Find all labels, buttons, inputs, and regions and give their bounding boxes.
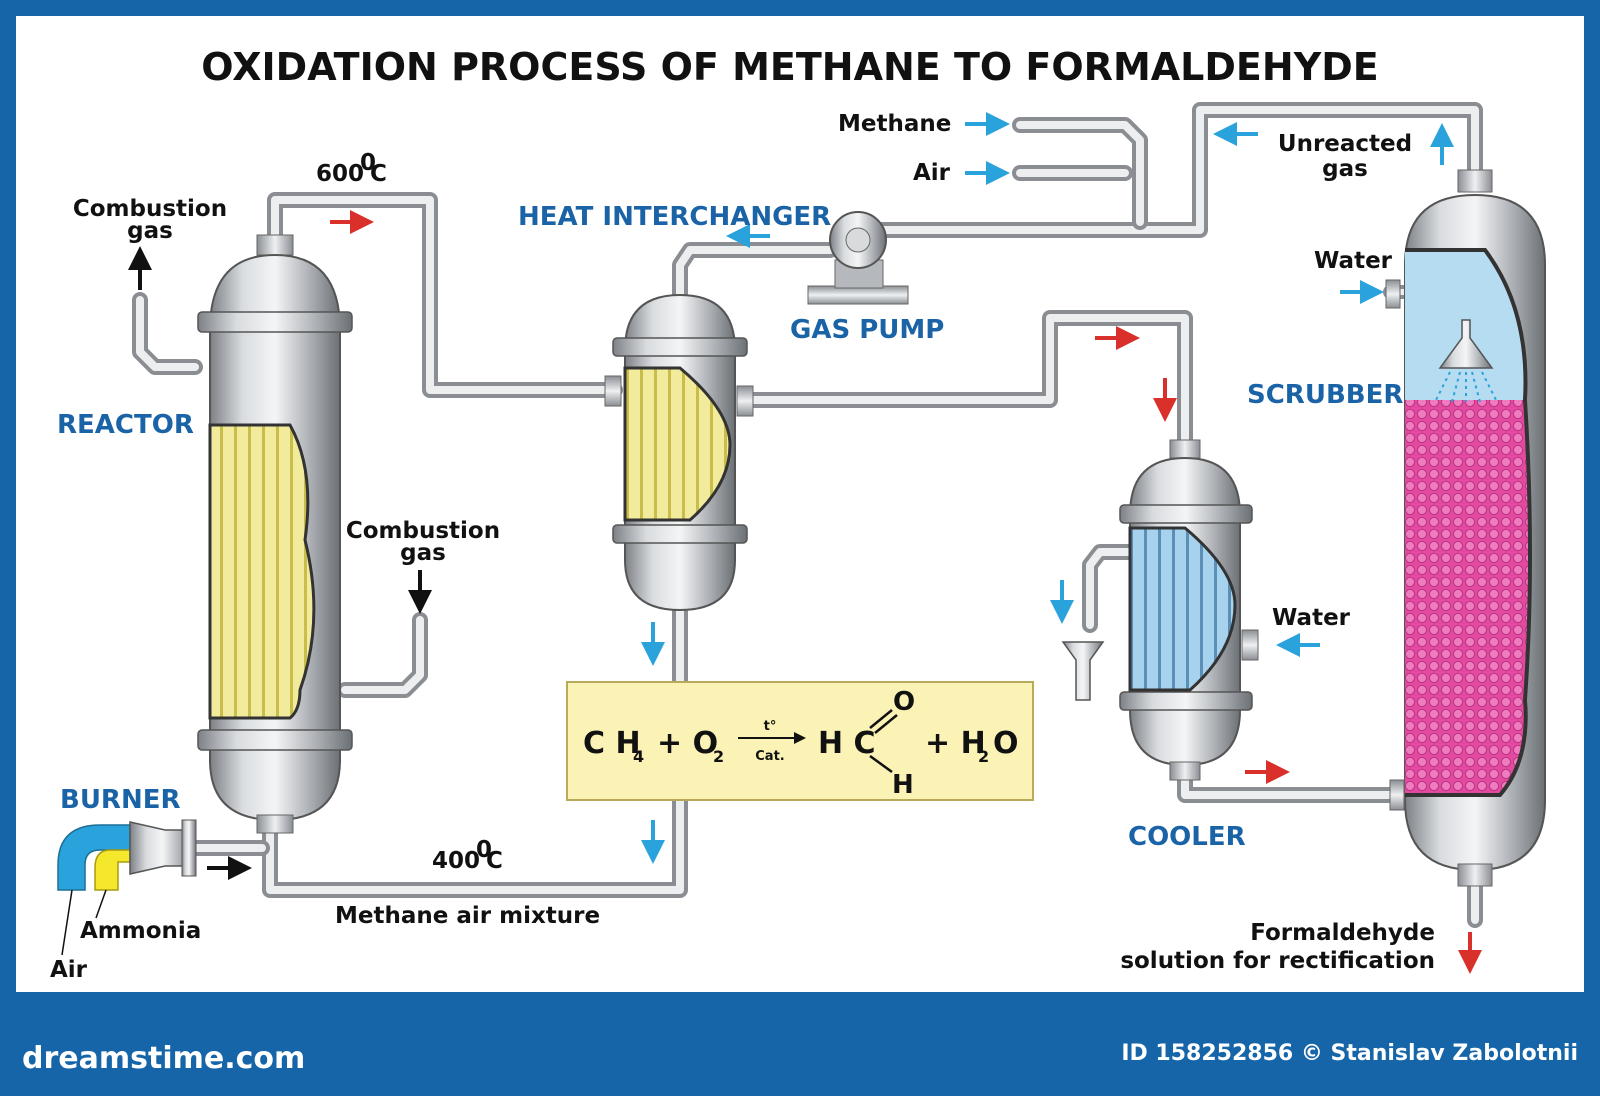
label-reactor: REACTOR [57,410,194,440]
burner-air-pointer [61,889,73,956]
interchanger-tubes [623,366,732,522]
label-combustion-gas-in-2: gas [400,540,446,566]
pipes [132,102,1483,928]
eq-plus-h: + H [925,726,986,761]
cooler-tubes [1128,526,1237,692]
eq-under: Cat. [755,749,784,764]
label-air-burner: Air [50,957,88,983]
label-temp-600: 600 [316,161,364,187]
label-water-cooler: Water [1272,605,1351,631]
label-methane: Methane [838,111,951,137]
eq-h-bottom: H [892,770,914,800]
footer-image-id: ID 158252856 © Stanislav Zabolotnii [1121,1041,1578,1066]
eq-plus-o: + O [657,726,718,761]
heat-interchanger-vessel [604,293,754,612]
scrubber-spray-nozzle [1438,319,1494,369]
eq-over: t° [764,719,777,734]
label-water-scrubber: Water [1314,248,1393,274]
eq-o-end: O [993,726,1019,761]
footer: dreamstime.com ID 158252856 © Stanislav … [22,1041,1578,1076]
labels: REACTOR BURNER HEAT INTERCHANGER GAS PUM… [50,111,1435,983]
burner-ammonia-pointer [95,889,107,919]
eq-o-top: O [893,687,915,717]
label-combustion-gas-out-2: gas [127,218,173,244]
label-combustion-gas-in-1: Combustion [346,518,500,544]
scrubber-vessel [1385,169,1546,887]
eq-sub4: 4 [633,747,644,766]
burner [57,819,197,891]
label-temp-400: 400 [432,848,480,874]
flow-arrows [61,112,1482,974]
footer-logo: dreamstime.com [22,1041,305,1076]
eq-sub2b: 2 [978,747,989,766]
label-gas-pump: GAS PUMP [790,315,944,345]
eq-sub2: 2 [713,747,724,766]
label-methane-air-mixture: Methane air mixture [335,903,600,929]
eq-ch: C H [583,726,641,761]
label-temp-600-degree: 0 [360,150,376,176]
label-temp-600-unit: C [370,161,387,187]
label-combustion-gas-out-1: Combustion [73,196,227,222]
reactor-catalyst-tubes [208,423,316,720]
cooler-funnel [1061,641,1105,701]
gas-pump [807,211,909,305]
label-formaldehyde-2: solution for rectification [1120,948,1435,974]
scrubber-packing [1405,400,1530,795]
label-ammonia: Ammonia [80,918,201,944]
label-scrubber: SCRUBBER [1247,380,1403,410]
burner-ammonia-pipe [94,849,131,891]
reactor-vessel [197,234,353,834]
label-cooler: COOLER [1128,822,1246,852]
label-unreacted-gas-2: gas [1322,156,1368,182]
label-burner: BURNER [60,785,181,815]
page-title: OXIDATION PROCESS OF METHANE TO FORMALDE… [201,45,1378,89]
reaction-equation: C H 4 + O 2 t° Cat. H C O H + H 2 O [566,681,1034,801]
cooler-vessel [1061,439,1259,781]
label-temp-400-unit: C [486,848,503,874]
label-formaldehyde-1: Formaldehyde [1250,920,1435,946]
eq-hc: H C [818,726,876,761]
label-temp-400-degree: 0 [476,837,492,863]
scrubber-spray [1434,371,1498,403]
label-heat-interchanger: HEAT INTERCHANGER [518,202,831,232]
label-unreacted-gas-1: Unreacted [1278,131,1412,157]
label-air-in: Air [913,160,951,186]
